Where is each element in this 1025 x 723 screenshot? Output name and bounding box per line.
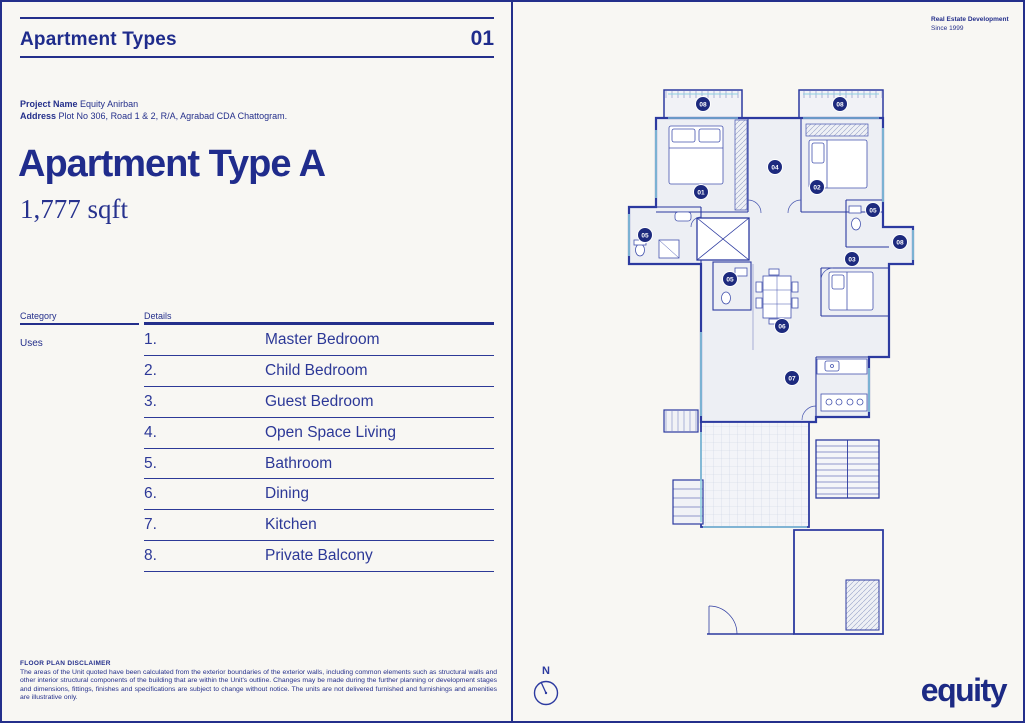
project-name-line: Project Name Equity Anirban bbox=[20, 99, 287, 111]
list-item: 1. Master Bedroom bbox=[144, 325, 494, 356]
list-item-number: 8. bbox=[144, 547, 157, 565]
door-arcs bbox=[690, 199, 834, 421]
apartment-title: Apartment Type A bbox=[18, 143, 326, 185]
list-item-number: 4. bbox=[144, 423, 157, 441]
floor-plan: 08 08 04 01 02 05 bbox=[533, 89, 915, 706]
room-marker: 05 bbox=[722, 271, 738, 287]
room-marker: 05 bbox=[865, 202, 881, 218]
project-name-label: Project Name bbox=[20, 99, 78, 109]
project-address-value: Plot No 306, Road 1 & 2, R/A, Agrabad CD… bbox=[58, 110, 288, 121]
disclaimer-title: FLOOR PLAN DISCLAIMER bbox=[20, 660, 111, 667]
uses-list: 1. Master Bedroom 2. Child Bedroom 3. Gu… bbox=[144, 325, 494, 573]
details-column-header: Details bbox=[144, 311, 172, 321]
marker-label: 08 bbox=[699, 101, 707, 108]
brand-tagline: Real Estate Development Since 1999 bbox=[931, 16, 1009, 33]
marker-label: 07 bbox=[788, 375, 796, 382]
header-rule-bottom bbox=[20, 56, 494, 58]
marker-label: 05 bbox=[869, 207, 877, 214]
project-address-line: Address Plot No 306, Road 1 & 2, R/A, Ag… bbox=[20, 111, 287, 123]
list-item-number: 6. bbox=[144, 485, 157, 503]
room-marker: 08 bbox=[832, 96, 848, 112]
room-marker: 02 bbox=[809, 179, 825, 195]
brand-tagline-line2: Since 1999 bbox=[931, 24, 964, 32]
floorplan-markers: 08 08 04 01 02 05 bbox=[637, 96, 908, 386]
project-info: Project Name Equity Anirban Address Plot… bbox=[20, 99, 287, 122]
category-column-header: Category bbox=[20, 311, 57, 321]
list-item-label: Private Balcony bbox=[265, 547, 373, 565]
room-marker: 03 bbox=[844, 251, 860, 267]
list-item-number: 5. bbox=[144, 454, 157, 472]
apartment-area: 1,777 sqft bbox=[20, 194, 128, 224]
list-item: 3. Guest Bedroom bbox=[144, 387, 494, 418]
page-header: Apartment Types 01 bbox=[20, 27, 494, 51]
terrace bbox=[700, 421, 810, 528]
room-marker: 06 bbox=[774, 318, 790, 334]
list-item-label: Guest Bedroom bbox=[265, 392, 374, 410]
compass-icon: N bbox=[533, 665, 559, 706]
marker-label: 05 bbox=[641, 232, 649, 239]
marker-label: 04 bbox=[771, 164, 779, 171]
project-name-value: Equity Anirban bbox=[80, 99, 139, 109]
window-lines bbox=[628, 93, 914, 528]
list-item-number: 7. bbox=[144, 516, 157, 534]
page-title: Apartment Types bbox=[20, 29, 177, 50]
stairs bbox=[815, 439, 880, 499]
marker-label: 02 bbox=[813, 184, 821, 191]
list-item-label: Kitchen bbox=[265, 516, 317, 534]
panel-divider bbox=[511, 2, 513, 721]
marker-label: 06 bbox=[778, 323, 786, 330]
header-rule-top bbox=[20, 17, 494, 19]
list-item: 8. Private Balcony bbox=[144, 541, 494, 573]
marker-label: 08 bbox=[896, 239, 904, 246]
list-item-number: 3. bbox=[144, 392, 157, 410]
list-item: 2. Child Bedroom bbox=[144, 356, 494, 387]
side-ledges bbox=[663, 409, 704, 525]
list-item-number: 1. bbox=[144, 330, 157, 348]
list-item: 5. Bathroom bbox=[144, 449, 494, 480]
room-marker: 01 bbox=[693, 184, 709, 200]
page-number: 01 bbox=[470, 27, 494, 50]
marker-label: 01 bbox=[697, 189, 705, 196]
details-header-rule bbox=[144, 322, 494, 325]
room-marker: 05 bbox=[637, 227, 653, 243]
list-item-label: Child Bedroom bbox=[265, 361, 368, 379]
marker-label: 05 bbox=[726, 276, 734, 283]
list-item: 4. Open Space Living bbox=[144, 418, 494, 449]
room-marker: 04 bbox=[767, 159, 783, 175]
room-marker: 08 bbox=[695, 96, 711, 112]
equity-logo: equity bbox=[920, 672, 1008, 708]
neighbor-unit bbox=[707, 529, 884, 635]
room-marker: 08 bbox=[892, 234, 908, 250]
list-item-number: 2. bbox=[144, 361, 157, 379]
list-item-label: Dining bbox=[265, 485, 309, 503]
marker-label: 03 bbox=[848, 256, 856, 263]
disclaimer-body: The areas of the Unit quoted have been c… bbox=[20, 669, 497, 702]
category-value: Uses bbox=[20, 338, 43, 349]
room-marker: 07 bbox=[784, 370, 800, 386]
compass-label: N bbox=[542, 665, 550, 677]
list-item: 7. Kitchen bbox=[144, 510, 494, 542]
list-item-label: Open Space Living bbox=[265, 423, 396, 441]
list-item: 6. Dining bbox=[144, 479, 494, 511]
list-item-label: Master Bedroom bbox=[265, 330, 380, 348]
brand-tagline-line1: Real Estate Development bbox=[931, 16, 1009, 23]
project-address-label: Address bbox=[20, 110, 57, 121]
furniture bbox=[633, 119, 874, 412]
list-item-label: Bathroom bbox=[265, 454, 333, 472]
category-header-rule bbox=[20, 323, 139, 325]
marker-label: 08 bbox=[836, 101, 844, 108]
